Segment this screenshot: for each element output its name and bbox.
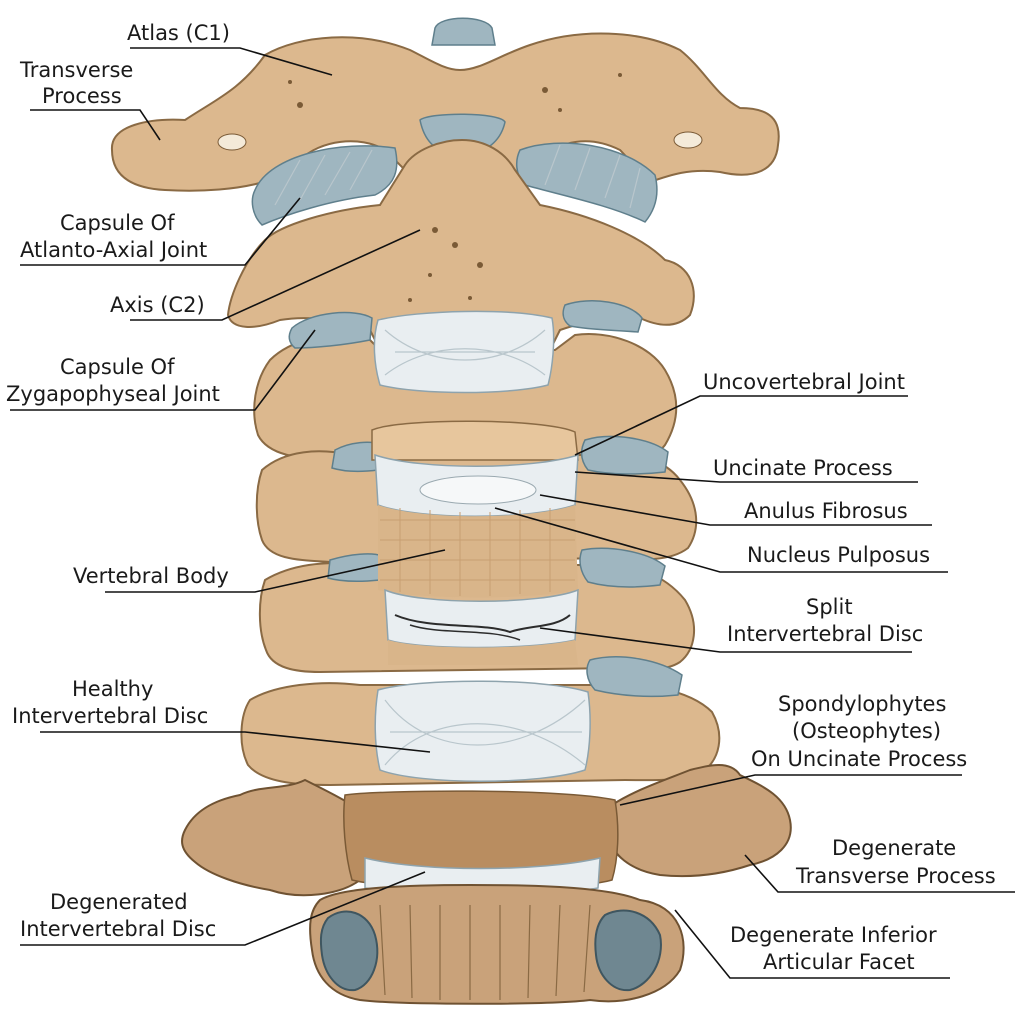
leader-capsule-aa [20, 197, 301, 266]
label-split-line1: Split [806, 595, 853, 619]
label-capsule-aa-line1: Capsule Of [60, 211, 175, 235]
leader-degenerated [20, 871, 426, 946]
leader-uncinate [574, 471, 918, 483]
label-deg-iaf-line2: Articular Facet [763, 950, 915, 974]
leader-lines [10, 47, 1015, 979]
vertebra-c3 [253, 300, 678, 461]
leader-spondylo [619, 774, 962, 806]
label-degenerated-line1: Degenerated [50, 890, 188, 914]
leader-healthy [40, 731, 431, 753]
label-axis: Axis (C2) [110, 293, 205, 317]
label-capsule-zyg-line2: Zygapophyseal Joint [6, 382, 220, 406]
label-transverse-process-line1: Transverse [19, 58, 133, 82]
label-uncinate: Uncinate Process [713, 456, 893, 480]
label-vertebral-body: Vertebral Body [73, 564, 229, 588]
axis-vertebra [226, 138, 695, 351]
label-nucleus: Nucleus Pulposus [747, 543, 930, 567]
leader-axis [130, 229, 421, 321]
label-spondylo-line2: (Osteophytes) [792, 719, 941, 743]
leader-vertebral-body [105, 549, 446, 593]
leader-atlas [130, 47, 333, 76]
label-split-line2: Intervertebral Disc [727, 622, 923, 646]
label-degenerated-line2: Intervertebral Disc [20, 917, 216, 941]
label-deg-tp-line2: Transverse Process [795, 864, 996, 888]
label-anulus: Anulus Fibrosus [744, 499, 908, 523]
label-healthy-line2: Intervertebral Disc [12, 704, 208, 728]
leader-split [539, 627, 912, 653]
leader-deg-iaf [674, 909, 950, 979]
leader-nucleus [494, 507, 948, 573]
label-deg-tp-line1: Degenerate [832, 836, 956, 860]
vertebra-c6 [240, 656, 721, 787]
label-deg-iaf-line1: Degenerate Inferior [730, 923, 937, 947]
leader-deg-tp [744, 854, 1015, 893]
label-spondylo-line1: Spondylophytes [778, 692, 946, 716]
label-capsule-aa-line2: Atlanto-Axial Joint [20, 238, 207, 262]
label-capsule-zyg-line1: Capsule Of [60, 355, 175, 379]
degenerate-vertebra-c7 [181, 764, 792, 1005]
label-transverse-process-line2: Process [42, 84, 122, 108]
labels: Atlas (C1) Transverse Process Capsule Of… [6, 21, 996, 974]
label-atlas: Atlas (C1) [127, 21, 230, 45]
cut-section [371, 420, 579, 665]
atlas-vertebra [110, 17, 780, 192]
atlanto-axial-capsules [251, 142, 658, 226]
leader-transverse-process [30, 109, 161, 141]
leader-uncovertebral [574, 395, 908, 456]
label-uncovertebral: Uncovertebral Joint [703, 370, 905, 394]
leader-capsule-zyg [10, 329, 316, 411]
leader-anulus [539, 494, 932, 526]
label-healthy-line1: Healthy [72, 677, 153, 701]
label-spondylo-line3: On Uncinate Process [751, 747, 967, 771]
